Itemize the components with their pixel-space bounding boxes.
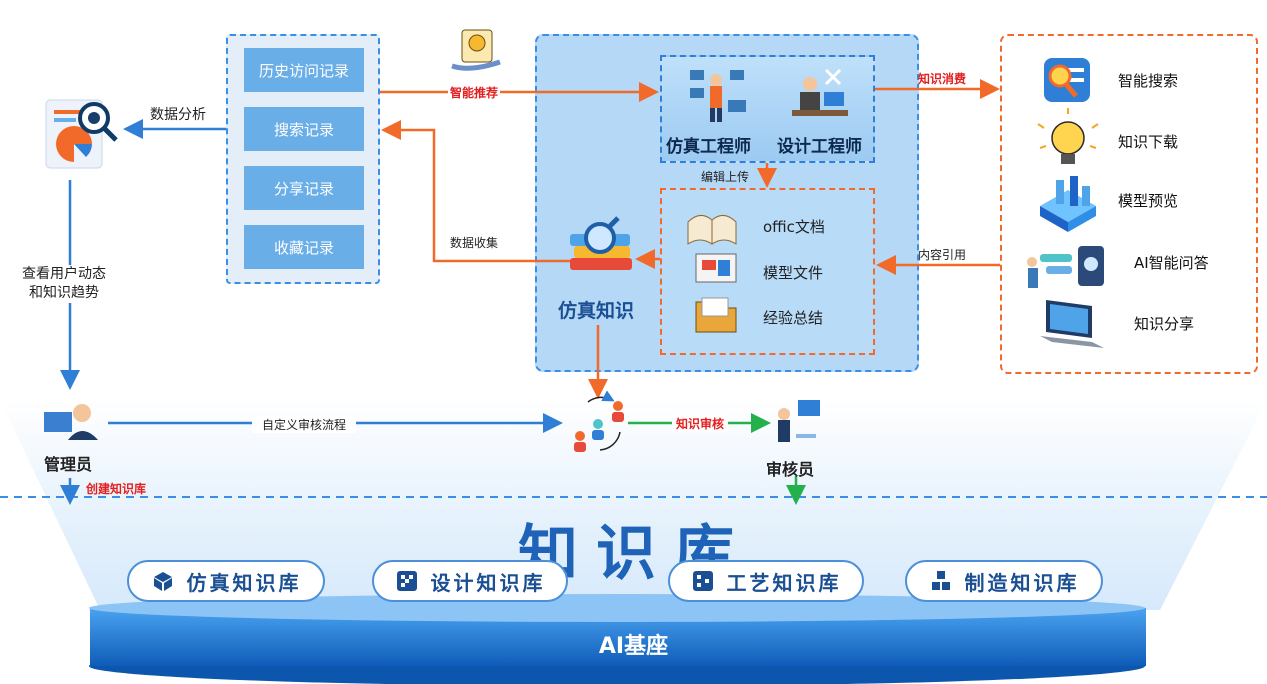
history-visit-record[interactable]: 历史访问记录 [244,48,364,92]
service-model-preview[interactable]: 模型预览 [1118,192,1179,210]
ai-base-label: AI基座 [598,634,669,659]
service-ai-qa[interactable]: AI智能问答 [1134,254,1209,272]
kb-simulation-label: 仿真知识库 [186,570,302,595]
kb-manufacturing[interactable]: 制造知识库 [905,560,1103,602]
kb-manufacturing-label: 制造知识库 [964,570,1080,595]
sim-knowledge-label: 仿真知识 [558,300,635,322]
data-analysis-icon [45,99,118,169]
data-analysis-label: 数据分析 [150,107,206,123]
office-document-icon [687,215,737,245]
knowledge-consume-panel [1000,34,1258,374]
kb-design-label: 设计知识库 [430,570,546,595]
reviewer-person-icon [778,400,820,442]
favorite-record[interactable]: 收藏记录 [244,225,364,269]
knowledge-download-bulb-icon [1037,108,1099,164]
knowledge-consume-label: 知识消费 [918,72,967,86]
smart-search-icon [1044,58,1090,102]
experience-summary-label: 经验总结 [763,309,824,327]
office-doc-label: offic文档 [763,218,825,236]
knowledge-base-glow [0,400,1267,684]
design-engineer-label: 设计工程师 [777,137,862,157]
custom-review-flow-label: 自定义审核流程 [252,416,357,433]
history-records-panel: 历史访问记录 搜索记录 分享记录 收藏记录 [226,34,380,284]
admin-label: 管理员 [44,455,93,474]
admin-person-icon [44,404,98,440]
process-grid-icon [692,571,713,591]
view-user-trends-label: 查看用户动态 和知识趋势 [22,265,106,303]
design-grid-icon [396,571,417,591]
model-file-label: 模型文件 [763,264,824,282]
cube-icon [153,572,172,591]
model-file-icon [695,253,737,283]
ai-qa-icon [1027,246,1104,288]
create-kb-label: 创建知识库 [86,482,147,496]
edit-upload-label: 编辑上传 [701,170,750,184]
kb-simulation[interactable]: 仿真知识库 [127,560,325,602]
kb-process[interactable]: 工艺知识库 [668,560,864,602]
kb-process-label: 工艺知识库 [726,570,842,595]
knowledge-review-label: 知识审核 [672,415,729,432]
search-record[interactable]: 搜索记录 [244,107,364,151]
data-collect-label: 数据收集 [450,236,499,250]
review-cycle-icon [574,390,624,452]
content-cite-label: 内容引用 [918,248,967,262]
service-knowledge-download[interactable]: 知识下载 [1118,133,1179,151]
service-knowledge-share[interactable]: 知识分享 [1134,315,1195,333]
sim-engineer-icon [690,70,746,122]
design-engineer-icon [792,68,848,116]
kb-design[interactable]: 设计知识库 [372,560,568,602]
sim-knowledge-books-icon [570,216,632,270]
knowledge-share-laptop-icon [1040,300,1104,348]
cubes-icon [931,571,950,590]
service-smart-search[interactable]: 智能搜索 [1118,72,1179,90]
recommend-hand-icon [451,29,501,71]
smart-recommend-label: 智能推荐 [448,84,501,101]
share-record[interactable]: 分享记录 [244,166,364,210]
reviewer-label: 审核员 [766,460,815,479]
sim-engineer-label: 仿真工程师 [666,137,751,157]
model-preview-icon [1040,176,1096,232]
experience-folder-icon [695,297,737,333]
